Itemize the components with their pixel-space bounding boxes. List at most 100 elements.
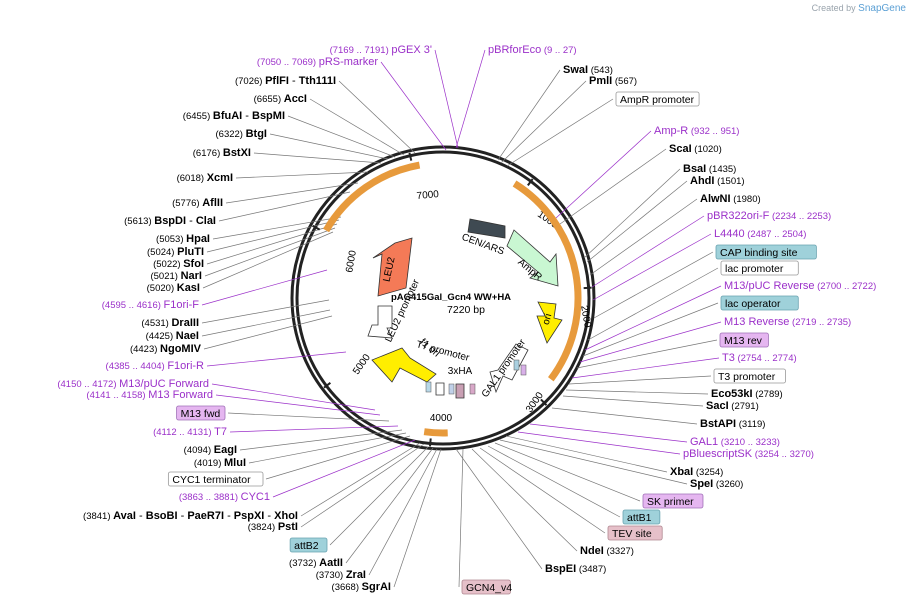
- gcn4-arc-bottom: [423, 428, 448, 437]
- enzyme-label-hpai[interactable]: (5053) HpaI: [156, 233, 210, 245]
- feature-tag-attb1[interactable]: attB1: [622, 509, 661, 525]
- enzyme-label-avai[interactable]: (3841) AvaI - BsoBI - PaeR7I - PspXI - X…: [83, 510, 298, 522]
- feature-tag-lac-operator[interactable]: lac operator: [720, 295, 799, 311]
- enzyme-label-bstxi[interactable]: (6176) BstXI: [193, 147, 251, 159]
- primer-label-amp-r[interactable]: Amp-R (932 .. 951): [654, 125, 739, 137]
- enzyme-label-psti[interactable]: (3824) PstI: [248, 521, 298, 533]
- primer-label-m13-reverse[interactable]: M13 Reverse (2719 .. 2735): [724, 316, 851, 328]
- enzyme-label-eagi[interactable]: (4094) EagI: [184, 444, 237, 456]
- label-text: (7169 .. 7191) pGEX 3': [330, 44, 432, 56]
- label-text: (5022) SfoI: [153, 258, 204, 270]
- enzyme-label-sfoi[interactable]: (5022) SfoI: [153, 258, 204, 270]
- feature-t7-promoter: [435, 382, 445, 396]
- label-text: (3732) AatII: [289, 557, 343, 569]
- primer-label-pbluescriptsk[interactable]: pBluescriptSK (3254 .. 3270): [683, 448, 814, 460]
- label-text: (5024) PluTI: [147, 246, 204, 258]
- enzyme-label-bfuai[interactable]: (6455) BfuAI - BspMI: [183, 110, 285, 122]
- tag-text: M13 fwd: [181, 408, 221, 420]
- enzyme-label-nari[interactable]: (5021) NarI: [150, 270, 202, 282]
- tick-mark: [408, 152, 413, 161]
- enzyme-label-spei[interactable]: SpeI (3260): [690, 478, 743, 490]
- primer-label-f1ori-f[interactable]: (4595 .. 4616) F1ori-F: [102, 299, 200, 311]
- primer-label-gal1[interactable]: GAL1 (3210 .. 3233): [690, 436, 780, 448]
- feature-tag-cap-binding-site[interactable]: CAP binding site: [715, 244, 817, 260]
- label-connector: [203, 315, 333, 350]
- feature-tag-lac-promoter[interactable]: lac promoter: [720, 260, 799, 276]
- label-connector: [269, 133, 389, 160]
- label-text: (4385 .. 4404) F1ori-R: [106, 360, 205, 372]
- feature-tag-tev-site[interactable]: TEV site: [607, 525, 663, 541]
- primer-label-pbrforeco[interactable]: pBRforEco (9 .. 27): [488, 44, 577, 56]
- label-connector: [345, 447, 434, 564]
- tag-text: T3 promoter: [718, 371, 776, 383]
- enzyme-label-bspdi[interactable]: (5613) BspDI - ClaI: [124, 215, 216, 227]
- feature-mark: [469, 383, 476, 395]
- enzyme-label-ndei[interactable]: NdeI (3327): [580, 545, 634, 557]
- primer-label-pbr322ori-f[interactable]: pBR322ori-F (2234 .. 2253): [707, 210, 831, 222]
- primer-label-f1ori-r[interactable]: (4385 .. 4404) F1ori-R: [106, 360, 205, 372]
- enzyme-label-swai[interactable]: SwaI (543): [563, 64, 613, 76]
- enzyme-label-aflii[interactable]: (5776) AflII: [172, 197, 223, 209]
- enzyme-label-bstapi[interactable]: BstAPI (3119): [700, 418, 765, 430]
- primer-label-m13-forward[interactable]: (4141 .. 4158) M13 Forward: [86, 389, 213, 401]
- primer-label-m13-puc-forward[interactable]: (4150 .. 4172) M13/pUC Forward: [57, 378, 209, 390]
- enzyme-label-saci[interactable]: SacI (2791): [706, 400, 759, 412]
- label-connector: [248, 432, 407, 464]
- enzyme-label-draiii[interactable]: (4531) DraIII: [141, 317, 199, 329]
- enzyme-label-zrai[interactable]: (3730) ZraI: [316, 569, 366, 581]
- enzyme-label-ngomiv[interactable]: (4423) NgoMIV: [130, 343, 202, 355]
- enzyme-label-btgi[interactable]: (6322) BtgI: [216, 128, 268, 140]
- enzyme-label-alwni[interactable]: AlwNI (1980): [700, 193, 761, 205]
- label-connector: [309, 98, 405, 156]
- tick-mark: [540, 398, 548, 406]
- enzyme-label-acci[interactable]: (6655) AccI: [254, 93, 307, 105]
- enzyme-label-kasi[interactable]: (5020) KasI: [147, 282, 200, 294]
- tag-box: [720, 295, 799, 311]
- feature-label-ori: ori: [541, 313, 555, 327]
- enzyme-label-sgrai[interactable]: (3668) SgrAI: [332, 581, 391, 593]
- primer-label-t7[interactable]: (4112 .. 4131) T7: [153, 426, 227, 438]
- primer-label-cyc1[interactable]: (3863 .. 3881) CYC1: [179, 491, 270, 503]
- enzyme-label-scai[interactable]: ScaI (1020): [669, 143, 722, 155]
- feature-tag-cyc1-terminator[interactable]: CYC1 terminator: [167, 471, 264, 487]
- gcn4-arc-left: [323, 161, 421, 233]
- label-connector: [212, 216, 342, 240]
- label-text: M13 Reverse (2719 .. 2735): [724, 316, 851, 328]
- enzyme-label-pflfi[interactable]: (7026) PflFI - Tth111I: [235, 75, 336, 87]
- enzyme-label-bspei[interactable]: BspEI (3487): [545, 563, 606, 575]
- enzyme-label-pluti[interactable]: (5024) PluTI: [147, 246, 204, 258]
- enzyme-label-eco53ki[interactable]: Eco53kI (2789): [711, 388, 783, 400]
- primer-label-t3[interactable]: T3 (2754 .. 2774): [722, 352, 797, 364]
- primer-label-m13-puc-reverse[interactable]: M13/pUC Reverse (2700 .. 2722): [724, 280, 876, 292]
- feature-tag-t3-promoter[interactable]: T3 promoter: [713, 368, 786, 384]
- enzyme-label-bsai[interactable]: BsaI (1435): [683, 163, 736, 175]
- enzyme-label-aatii[interactable]: (3732) AatII: [289, 557, 343, 569]
- tag-box: [289, 537, 328, 553]
- primer-label-prs-marker[interactable]: (7050 .. 7069) pRS-marker: [257, 56, 378, 68]
- enzyme-label-pmli[interactable]: PmlI (567): [589, 75, 637, 87]
- tick-mark: [323, 382, 331, 389]
- feature-tag-sk-primer[interactable]: SK primer: [642, 493, 704, 509]
- label-text: PmlI (567): [589, 75, 637, 87]
- feature-tag-attb2[interactable]: attB2: [289, 537, 328, 553]
- label-connector: [206, 351, 347, 367]
- label-connector: [211, 383, 376, 411]
- tick-label: 5000: [351, 352, 373, 377]
- primer-label-pgex-3[interactable]: (7169 .. 7191) pGEX 3': [330, 44, 432, 56]
- primer-label-l4440[interactable]: L4440 (2487 .. 2504): [714, 228, 806, 240]
- enzyme-label-ahdi[interactable]: AhdI (1501): [690, 175, 745, 187]
- label-connector: [529, 423, 688, 443]
- enzyme-label-xbai[interactable]: XbaI (3254): [670, 466, 723, 478]
- feature-tag-m13-fwd[interactable]: M13 fwd: [176, 405, 226, 421]
- label-connector: [218, 191, 351, 222]
- feature-tag-ampr-promoter[interactable]: AmpR promoter: [615, 91, 700, 107]
- label-connector: [225, 182, 359, 204]
- enzyme-label-naei[interactable]: (4425) NaeI: [146, 330, 199, 342]
- enzyme-label-xcmi[interactable]: (6018) XcmI: [177, 172, 233, 184]
- tick-label: 2000: [578, 305, 593, 329]
- enzyme-label-mlui[interactable]: (4019) MluI: [194, 457, 246, 469]
- backbone-inner-ring: [295, 150, 591, 446]
- feature-tag-m13-rev[interactable]: M13 rev: [719, 332, 769, 348]
- tag-box: [720, 260, 799, 276]
- feature-tag-gcn4-v4[interactable]: GCN4_v4: [461, 579, 512, 595]
